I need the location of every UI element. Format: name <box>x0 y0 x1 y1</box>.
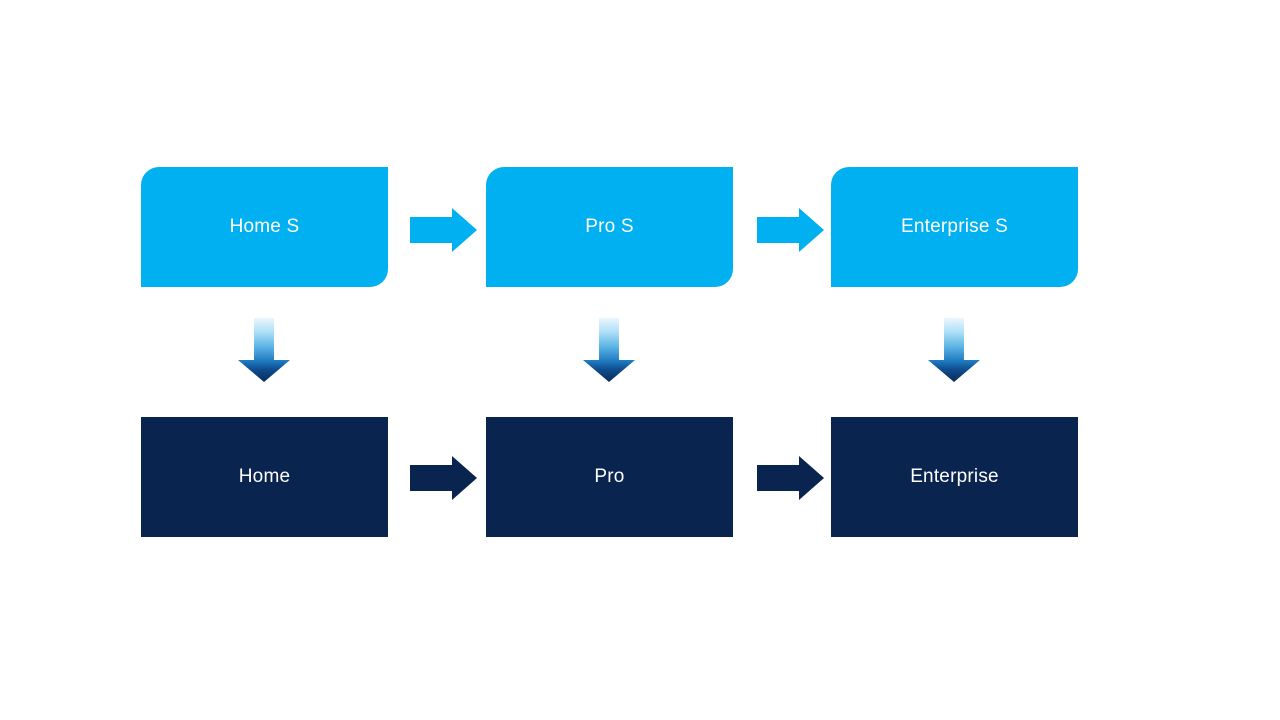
box-pro-s: Pro S <box>486 167 733 287</box>
box-home-label: Home <box>238 466 291 487</box>
right-arrow-icon-home-to-pro <box>410 456 477 500</box>
box-pro-s-label: Pro S <box>585 216 634 237</box>
box-home-s-label: Home S <box>229 216 300 237</box>
down-arrow-icon-home-s-to-home <box>238 318 290 382</box>
box-enterprise: Enterprise <box>831 417 1078 537</box>
box-enterprise-s-label: Enterprise S <box>901 216 1008 237</box>
box-home-s: Home S <box>141 167 388 287</box>
right-arrow-icon-pro-s-to-enterprise-s <box>757 208 824 252</box>
box-pro-label: Pro <box>594 466 625 487</box>
down-arrow-icon-enterprise-s-to-enterprise <box>928 318 980 382</box>
box-pro: Pro <box>486 417 733 537</box>
right-arrow-icon-pro-to-enterprise <box>757 456 824 500</box>
right-arrow-icon-home-s-to-pro-s <box>410 208 477 252</box>
box-home: Home <box>141 417 388 537</box>
box-enterprise-s: Enterprise S <box>831 167 1078 287</box>
box-enterprise-label: Enterprise <box>910 466 999 487</box>
down-arrow-icon-pro-s-to-pro <box>583 318 635 382</box>
